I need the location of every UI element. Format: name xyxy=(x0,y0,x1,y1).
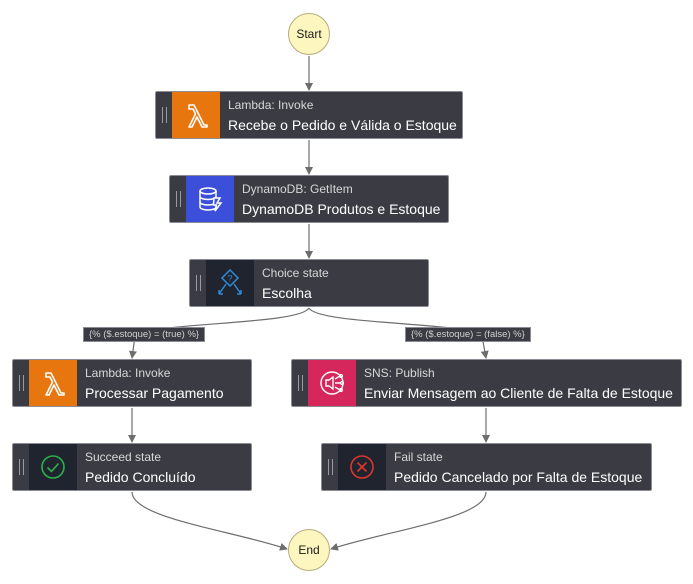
x-circle-icon xyxy=(338,444,386,490)
drag-handle[interactable] xyxy=(13,360,29,406)
edge-succeed-to-end xyxy=(131,491,288,551)
start-node[interactable]: Start xyxy=(288,13,330,55)
state-type: Succeed state xyxy=(85,450,162,464)
lambda-icon xyxy=(172,92,220,138)
check-circle-icon xyxy=(29,444,77,490)
end-node[interactable]: End xyxy=(288,529,330,571)
sns-icon xyxy=(308,360,356,406)
state-name: Processar Pagamento xyxy=(85,385,224,401)
state-type: SNS: Publish xyxy=(364,366,435,380)
choice-icon: ? xyxy=(206,260,254,306)
state-type: Lambda: Invoke xyxy=(85,366,171,380)
drag-handle[interactable] xyxy=(156,92,172,138)
state-name: DynamoDB Produtos e Estoque xyxy=(242,201,441,217)
state-dynamodb[interactable]: DynamoDB: GetItem DynamoDB Produtos e Es… xyxy=(169,175,449,223)
condition-label-true[interactable]: {% ($.estoque) = (true) %} xyxy=(83,327,206,342)
svg-text:?: ? xyxy=(227,274,232,284)
state-choice[interactable]: ? Choice state Escolha xyxy=(189,259,429,307)
state-type: Lambda: Invoke xyxy=(228,98,314,112)
lambda-icon xyxy=(29,360,77,406)
drag-handle[interactable] xyxy=(292,360,308,406)
state-name: Enviar Mensagem ao Cliente de Falta de E… xyxy=(364,385,673,401)
state-type: Choice state xyxy=(262,266,329,280)
state-succeed[interactable]: Succeed state Pedido Concluído xyxy=(12,443,252,491)
drag-handle[interactable] xyxy=(190,260,206,306)
state-name: Recebe o Pedido e Válida o Estoque xyxy=(228,117,457,133)
state-process-payment[interactable]: Lambda: Invoke Processar Pagamento xyxy=(12,359,252,407)
state-receive-order[interactable]: Lambda: Invoke Recebe o Pedido e Válida … xyxy=(155,91,463,139)
edge-fail-to-end xyxy=(330,491,487,551)
dynamodb-icon xyxy=(186,176,234,222)
state-type: DynamoDB: GetItem xyxy=(242,182,353,196)
drag-handle[interactable] xyxy=(13,444,29,490)
drag-handle[interactable] xyxy=(322,444,338,490)
state-name: Escolha xyxy=(262,285,312,301)
state-name: Pedido Concluído xyxy=(85,469,196,485)
drag-handle[interactable] xyxy=(170,176,186,222)
state-name: Pedido Cancelado por Falta de Estoque xyxy=(394,469,643,485)
condition-label-false[interactable]: {% ($.estoque) = (false) %} xyxy=(405,327,531,342)
state-fail[interactable]: Fail state Pedido Cancelado por Falta de… xyxy=(321,443,652,491)
state-type: Fail state xyxy=(394,450,443,464)
state-sns-publish[interactable]: SNS: Publish Enviar Mensagem ao Cliente … xyxy=(291,359,682,407)
